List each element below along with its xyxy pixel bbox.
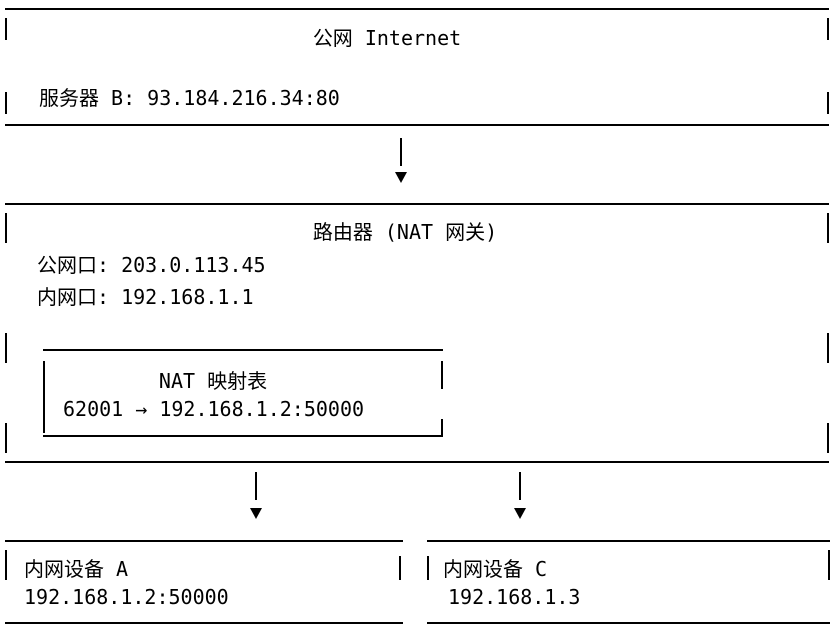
nat-table-title: NAT 映射表 <box>158 369 268 393</box>
router-box: 路由器 (NAT 网关) 公网口: 203.0.113.45 内网口: 192.… <box>5 203 829 463</box>
arrow-router-to-device-c <box>519 472 521 500</box>
server-b-label: 服务器 B: 93.184.216.34:80 <box>39 86 340 110</box>
device-c-title: 内网设备 C <box>443 557 548 581</box>
arrow-internet-to-router <box>400 138 402 166</box>
nat-table-entry: 62001 → 192.168.1.2:50000 <box>63 397 365 421</box>
nat-table-box: NAT 映射表 62001 → 192.168.1.2:50000 <box>43 349 443 437</box>
arrow-head-router-to-device-a <box>250 508 262 519</box>
device-a-address: 192.168.1.2:50000 <box>24 585 229 609</box>
arrow-head-router-to-device-c <box>514 508 526 519</box>
arrow-router-to-device-a <box>255 472 257 500</box>
device-a-title: 内网设备 A <box>24 557 129 581</box>
router-wan-port: 公网口: 203.0.113.45 <box>37 253 266 277</box>
arrow-head-internet-to-router <box>395 172 407 183</box>
internet-title: 公网 Internet <box>312 26 462 50</box>
device-a-box: 内网设备 A 192.168.1.2:50000 <box>5 540 403 624</box>
device-c-box: 内网设备 C 192.168.1.3 <box>427 540 830 624</box>
router-lan-port: 内网口: 192.168.1.1 <box>37 285 254 309</box>
internet-box: 公网 Internet 服务器 B: 93.184.216.34:80 <box>5 8 829 126</box>
router-title: 路由器 (NAT 网关) <box>312 220 498 244</box>
device-c-address: 192.168.1.3 <box>448 585 581 609</box>
